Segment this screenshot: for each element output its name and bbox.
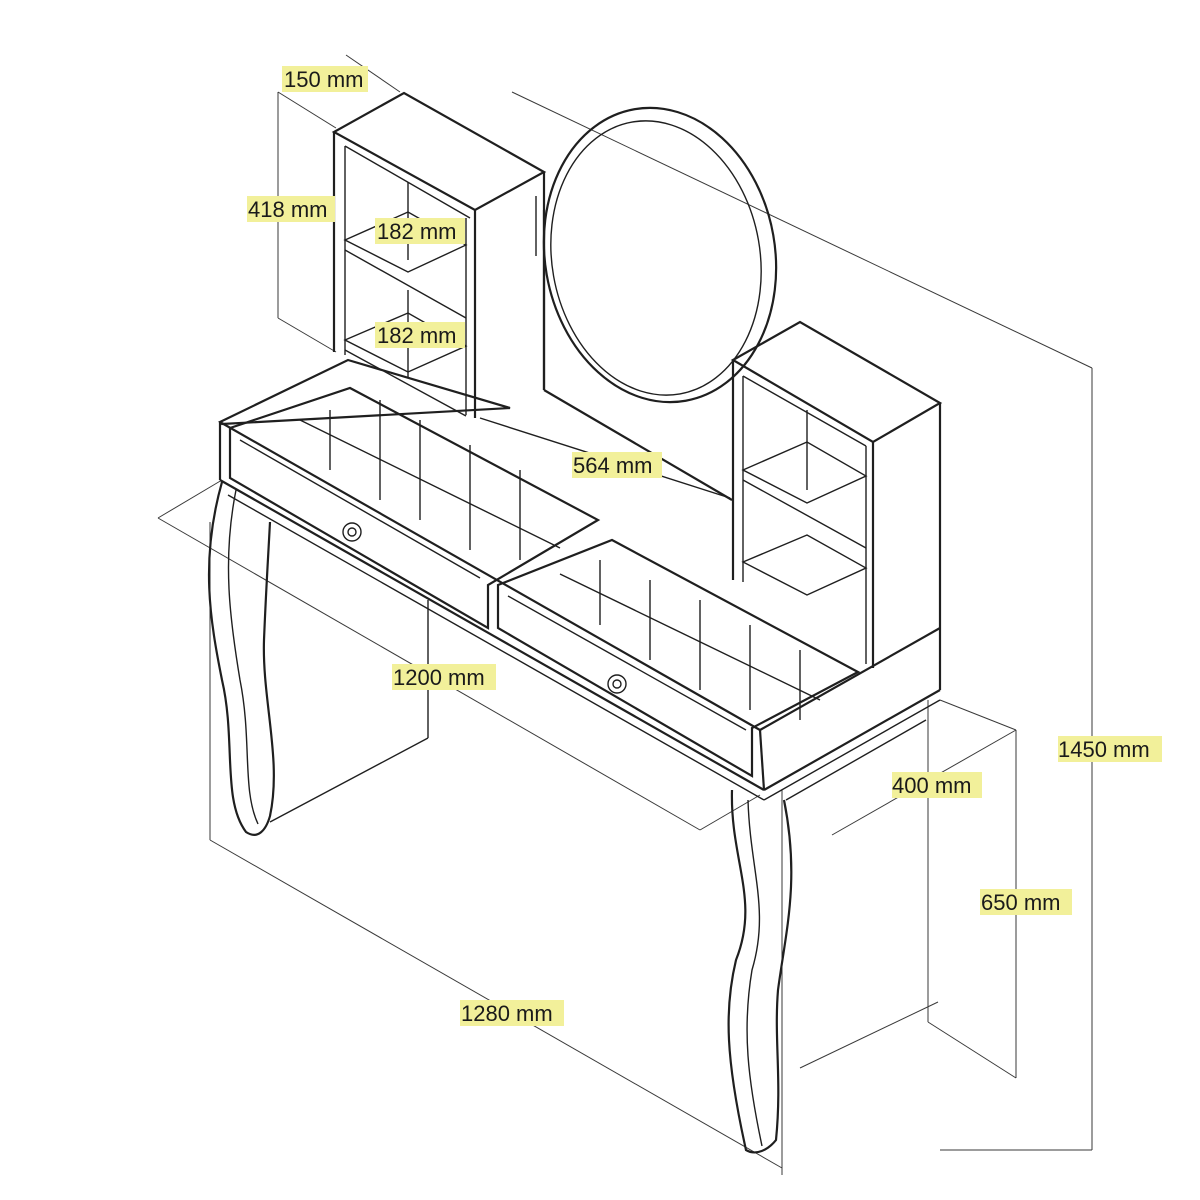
label-overall-width: 1280 mm [460,1000,564,1026]
table-legs [207,481,927,1154]
label-shelf-depth: 150 mm [282,66,368,92]
label-total-height: 1450 mm [1058,736,1162,762]
dimension-lines [157,54,1093,1175]
label-mirror-width: 564 mm [572,452,662,478]
label-shelf-gap-top: 182 mm [375,218,465,244]
svg-text:564 mm: 564 mm [573,453,652,478]
label-shelf-gap-bottom: 182 mm [375,322,465,348]
label-depth: 400 mm [892,772,982,798]
label-table-height: 650 mm [980,889,1072,915]
svg-text:182 mm: 182 mm [377,219,456,244]
svg-text:150 mm: 150 mm [284,67,363,92]
svg-text:400 mm: 400 mm [892,773,971,798]
left-shelf-unit [331,91,547,418]
right-shelf-unit [730,320,943,668]
svg-text:1450 mm: 1450 mm [1058,737,1150,762]
left-drawer [228,386,601,630]
label-shelf-height: 418 mm [247,196,335,222]
svg-text:650 mm: 650 mm [981,890,1060,915]
svg-text:182 mm: 182 mm [377,323,456,348]
label-tabletop-width: 1200 mm [392,664,496,690]
svg-text:1200 mm: 1200 mm [393,665,485,690]
oval-mirror [479,106,778,501]
svg-text:418 mm: 418 mm [248,197,327,222]
svg-text:1280 mm: 1280 mm [461,1001,553,1026]
right-drawer [496,538,861,778]
tabletop [218,358,942,801]
